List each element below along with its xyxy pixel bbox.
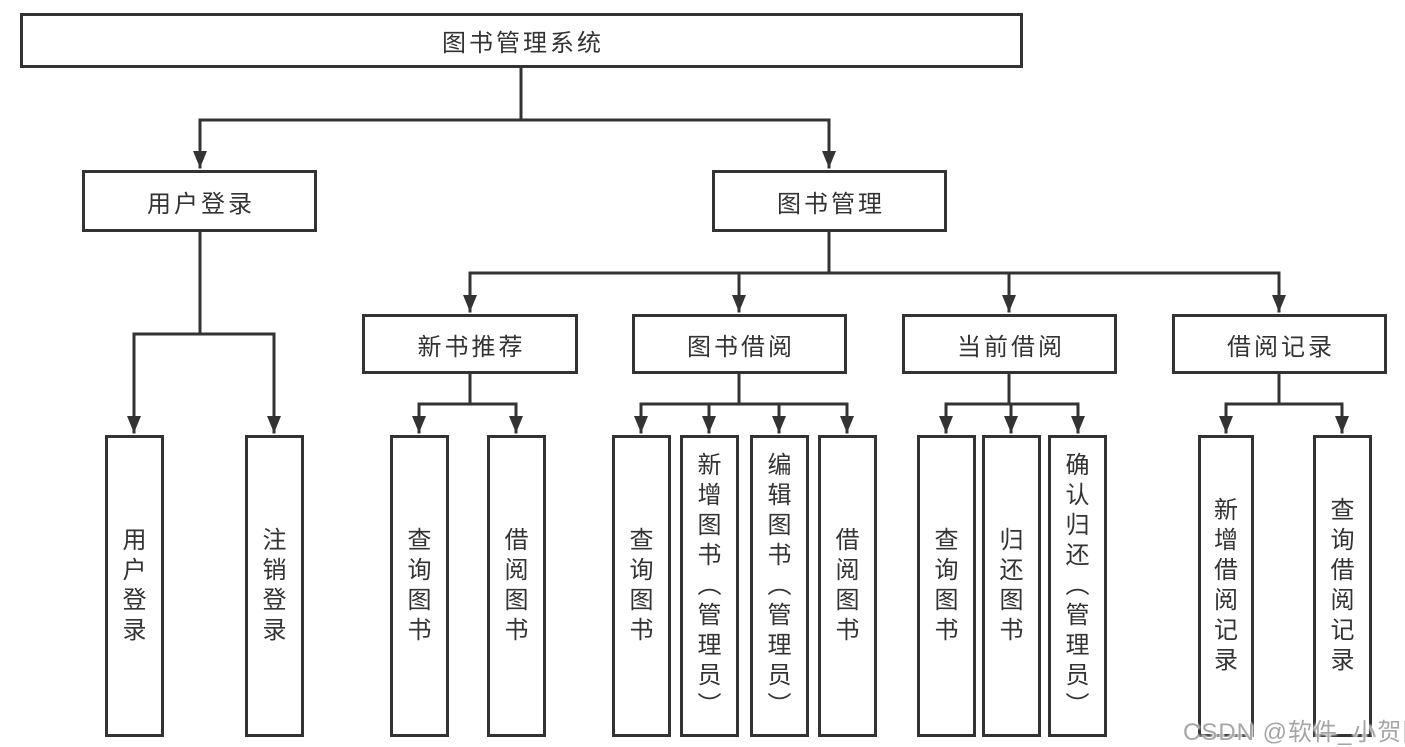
node-leaf-user-login: 用户登录 — [105, 435, 164, 737]
node-current-borrow: 当前借阅 — [902, 314, 1117, 374]
node-leaf-query-book-current-label: 查询图书 — [934, 527, 959, 644]
node-leaf-query-book-recommend: 查询图书 — [390, 435, 449, 737]
node-leaf-edit-book: 编辑图书︵管理员︶ — [750, 435, 809, 737]
node-leaf-user-login-label: 用户登录 — [122, 527, 147, 644]
node-leaf-query-borrow-record-label: 查询借阅记录 — [1330, 497, 1355, 674]
watermark: CSDN @软件_小贺同学 — [1183, 719, 1405, 746]
node-borrow-records-label: 借阅记录 — [1227, 333, 1335, 361]
node-root: 图书管理系统 — [20, 13, 1023, 68]
node-leaf-add-book-label: 新增图书︵管理员︶ — [697, 452, 722, 719]
node-leaf-confirm-return: 确认归还︵管理员︶ — [1048, 435, 1107, 737]
node-new-book-recommend: 新书推荐 — [362, 314, 578, 374]
node-leaf-query-book-borrow: 查询图书 — [612, 435, 671, 737]
node-leaf-query-borrow-record: 查询借阅记录 — [1313, 435, 1372, 737]
node-new-book-recommend-label: 新书推荐 — [417, 333, 526, 361]
node-book-management-label: 图书管理 — [777, 190, 885, 218]
node-leaf-confirm-return-label: 确认归还︵管理员︶ — [1065, 452, 1090, 719]
node-book-management: 图书管理 — [712, 170, 947, 232]
node-book-borrow: 图书借阅 — [632, 314, 847, 374]
node-leaf-logout: 注销登录 — [245, 435, 304, 737]
node-leaf-query-book-current: 查询图书 — [917, 435, 976, 737]
node-leaf-borrow-book-borrow: 借阅图书 — [818, 435, 877, 737]
node-user-login-label: 用户登录 — [147, 190, 255, 218]
node-leaf-add-book: 新增图书︵管理员︶ — [680, 435, 739, 737]
node-user-login: 用户登录 — [82, 170, 317, 232]
node-leaf-query-book-recommend-label: 查询图书 — [407, 527, 432, 644]
node-leaf-edit-book-label: 编辑图书︵管理员︶ — [767, 452, 792, 719]
node-leaf-query-book-borrow-label: 查询图书 — [629, 527, 654, 644]
node-leaf-borrow-book-borrow-label: 借阅图书 — [835, 527, 860, 644]
node-borrow-records: 借阅记录 — [1172, 314, 1387, 374]
node-leaf-add-borrow-record: 新增借阅记录 — [1198, 435, 1254, 737]
node-root-label: 图书管理系统 — [442, 30, 604, 57]
node-leaf-return-book: 归还图书 — [982, 435, 1041, 737]
node-leaf-return-book-label: 归还图书 — [999, 527, 1024, 644]
node-leaf-add-borrow-record-label: 新增借阅记录 — [1214, 497, 1238, 674]
node-leaf-borrow-book-recommend: 借阅图书 — [487, 435, 546, 737]
node-leaf-logout-label: 注销登录 — [262, 527, 287, 644]
node-current-borrow-label: 当前借阅 — [957, 333, 1065, 361]
node-leaf-borrow-book-recommend-label: 借阅图书 — [504, 527, 529, 644]
node-book-borrow-label: 图书借阅 — [687, 333, 795, 361]
